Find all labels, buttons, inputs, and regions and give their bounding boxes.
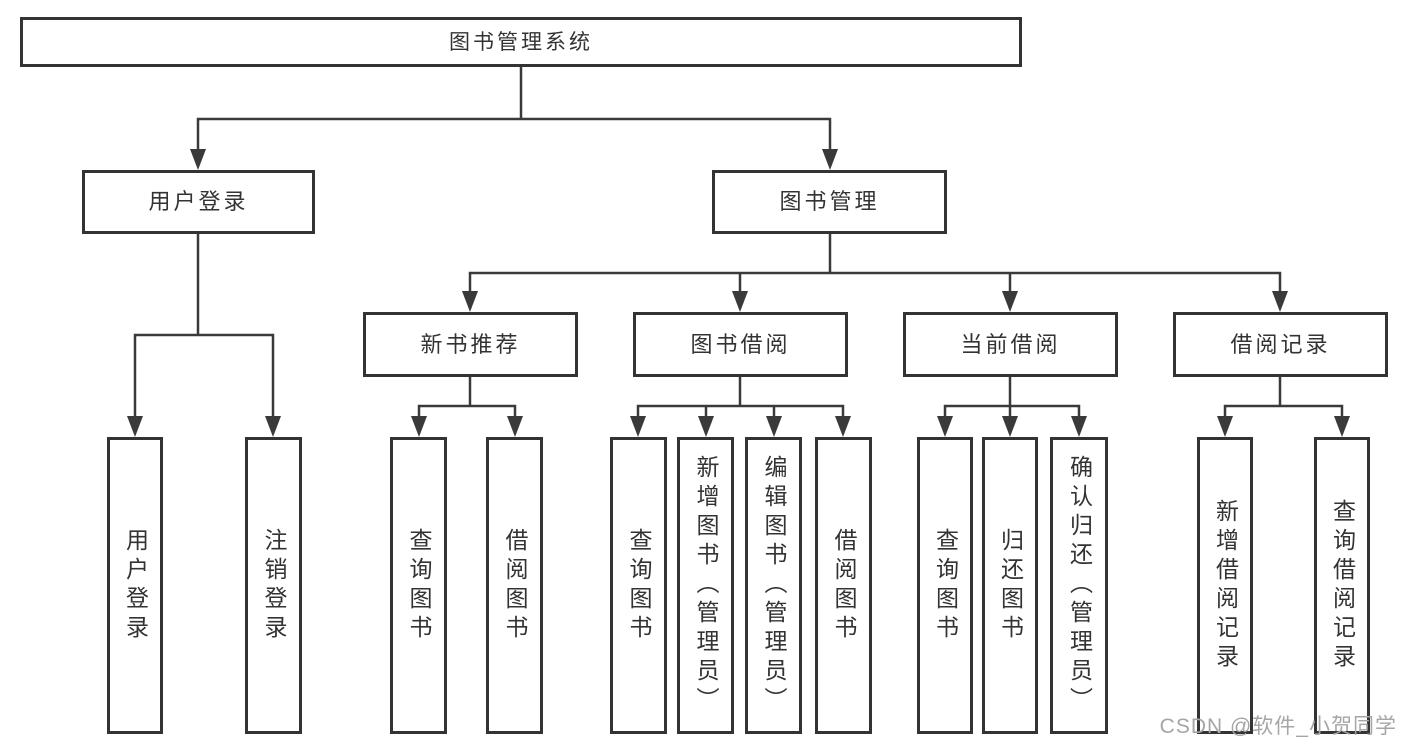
node-label: 确认归还（管理员） [1066, 455, 1093, 716]
node-label: 查询图书 [626, 527, 652, 644]
leaf-borrowing-add-books-admin: 新增图书（管理员） [677, 437, 734, 734]
arrowhead [1217, 416, 1233, 437]
arrowhead [127, 416, 143, 437]
arrowhead [822, 149, 838, 170]
arrowhead [698, 416, 714, 437]
arrowheads [127, 149, 1350, 437]
arrowhead [411, 416, 427, 437]
node-label: 查询图书 [406, 527, 432, 644]
node-label: 新增图书（管理员） [693, 455, 719, 716]
node-label: 注销登录 [261, 527, 287, 644]
node-book-borrowing: 图书借阅 [633, 312, 848, 377]
arrowhead [1272, 291, 1288, 312]
leaf-current-confirm-return-admin: 确认归还（管理员） [1050, 437, 1108, 734]
node-current-borrowing: 当前借阅 [903, 312, 1118, 377]
arrowhead [1071, 416, 1087, 437]
leaf-borrowing-edit-books-admin: 编辑图书（管理员） [745, 437, 802, 734]
tree-edges [133, 65, 1344, 420]
arrowhead [265, 416, 281, 437]
leaf-records-query-record: 查询借阅记录 [1314, 437, 1370, 734]
leaf-logout: 注销登录 [245, 437, 302, 734]
arrowhead [1002, 416, 1018, 437]
leaf-borrowing-borrow-books: 借阅图书 [815, 437, 872, 734]
arrowhead [766, 416, 782, 437]
node-book-management-branch: 图书管理 [712, 170, 947, 234]
node-label: 当前借阅 [960, 331, 1061, 357]
node-label: 新增借阅记录 [1212, 498, 1239, 673]
leaf-user-login: 用户登录 [107, 437, 163, 734]
leaf-current-return-books: 归还图书 [982, 437, 1038, 734]
node-label: 图书管理 [779, 189, 880, 214]
arrowhead [937, 416, 953, 437]
node-root-system: 图书管理系统 [20, 17, 1022, 67]
node-label: 查询借阅记录 [1329, 498, 1356, 673]
arrowhead [190, 149, 206, 170]
node-label: 图书管理系统 [449, 30, 593, 54]
node-label: 编辑图书（管理员） [761, 455, 787, 716]
node-label: 借阅图书 [502, 527, 528, 644]
node-label: 查询图书 [932, 527, 959, 644]
arrowhead [1334, 416, 1350, 437]
node-label: 新书推荐 [420, 331, 521, 357]
node-label: 借阅记录 [1230, 331, 1331, 357]
node-label: 用户登录 [148, 189, 249, 214]
node-new-book-recommend: 新书推荐 [363, 312, 578, 377]
arrowhead [507, 416, 523, 437]
arrowhead [835, 416, 851, 437]
arrowhead [462, 291, 478, 312]
node-label: 借阅图书 [831, 527, 857, 644]
leaf-current-query-books: 查询图书 [917, 437, 973, 734]
leaf-newbooks-borrow-books: 借阅图书 [486, 437, 543, 734]
arrowhead [630, 416, 646, 437]
arrowhead [732, 291, 748, 312]
node-label: 图书借阅 [690, 331, 791, 357]
leaf-borrowing-query-books: 查询图书 [610, 437, 667, 734]
node-borrowing-records: 借阅记录 [1173, 312, 1388, 377]
csdn-watermark: CSDN @软件_小贺同学 [1159, 715, 1397, 738]
leaf-records-add-record: 新增借阅记录 [1197, 437, 1253, 734]
arrowhead [1002, 291, 1018, 312]
node-user-login-branch: 用户登录 [82, 170, 315, 234]
node-label: 归还图书 [997, 527, 1024, 644]
leaf-newbooks-query-books: 查询图书 [390, 437, 447, 734]
node-label: 用户登录 [122, 527, 149, 644]
